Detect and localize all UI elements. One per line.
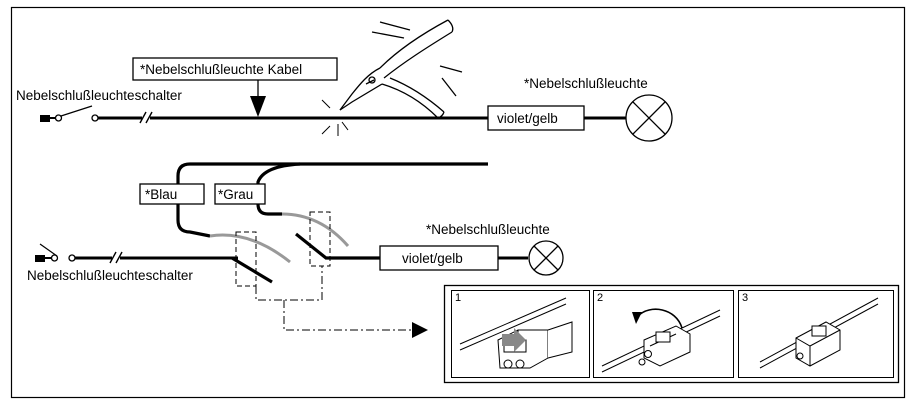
blue-wire-label: *Blau: [145, 187, 177, 202]
lamp-cross-icon: [528, 240, 564, 276]
detail-leader: [255, 266, 412, 331]
lamp-label-top: *Nebelschlußleuchte: [524, 76, 648, 91]
cable-callout-box: [132, 57, 338, 81]
splice-connector-icon: [759, 297, 879, 369]
step-3-number: 3: [742, 292, 748, 304]
wire-cutter-icon: [316, 19, 463, 136]
step-3: 3: [738, 290, 894, 378]
wire-color-tag-top: [487, 105, 585, 131]
splice-connector-icon: [601, 309, 721, 373]
splice-zone-right: [309, 211, 331, 267]
step-panel: 1 2: [443, 284, 900, 384]
wire-break-mark: [139, 111, 153, 124]
grey-branch-right: [281, 212, 350, 247]
detail-arrow: [412, 322, 428, 338]
grey-branch-left: [209, 233, 291, 264]
wire-color-label-bottom: violet/gelb: [402, 251, 463, 266]
cut-end-right: [295, 232, 380, 260]
switch-label-top: Nebelschlußleuchteschalter: [16, 88, 182, 103]
step-1-number: 1: [455, 292, 461, 304]
grey-wire-tag: [214, 183, 266, 205]
switch-label-bottom: Nebelschlußleuchteschalter: [27, 268, 193, 283]
diagram-frame: [10, 6, 906, 399]
cable-callout-label: *Nebelschlußleuchte Kabel: [140, 62, 302, 77]
switch-icon: [40, 105, 99, 122]
step-1: 1: [451, 290, 590, 378]
top-circuit: *Nebelschlußleuchte Kabel Nebelschlußleu…: [16, 19, 673, 142]
switch-icon: [35, 243, 76, 262]
wire-break-mark: [109, 251, 123, 264]
splice-zone-left: [235, 231, 257, 287]
lamp-label-bottom: *Nebelschlußleuchte: [426, 222, 550, 237]
wire-color-label-top: violet/gelb: [497, 111, 558, 126]
step-2: 2: [593, 290, 734, 378]
wire-color-tag-bottom: [379, 245, 499, 271]
rotate-arrow: [637, 308, 683, 329]
lamp-cross-icon: [625, 94, 673, 142]
grey-wire-label: *Grau: [218, 187, 253, 202]
callout-pointer: [250, 96, 266, 117]
cut-end-left: [231, 256, 273, 284]
step-2-number: 2: [597, 292, 603, 304]
rotate-arrowhead: [632, 312, 642, 324]
insert-arrow: [502, 328, 526, 352]
blue-wire-tag: [139, 183, 205, 205]
bottom-circuit: *Blau *Grau Nebelschlußleuchteschalter: [27, 162, 564, 338]
